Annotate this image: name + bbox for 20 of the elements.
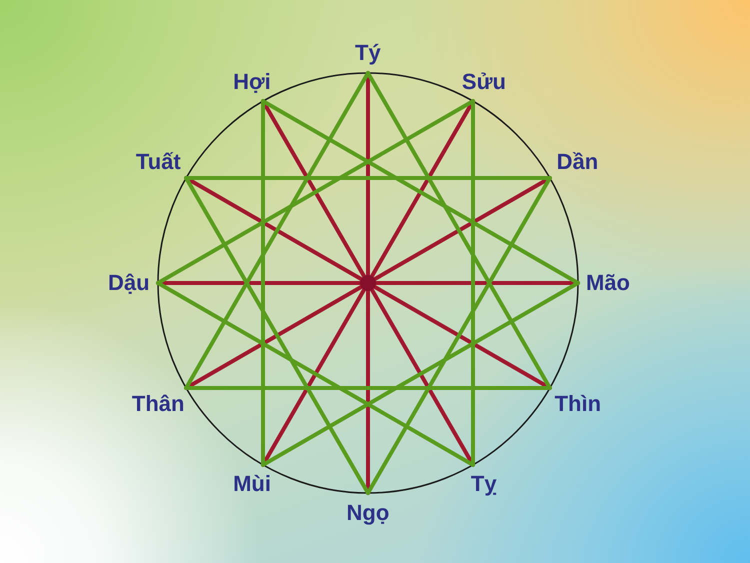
branch-label: Sửu	[462, 70, 506, 94]
branch-label: Mão	[586, 271, 630, 296]
branch-label: Ngọ	[346, 501, 390, 526]
diagonal-line	[184, 71, 370, 390]
branch-label: Tỵ	[470, 472, 497, 496]
branch-label: Hợi	[233, 70, 271, 94]
diagonal-line	[156, 281, 475, 467]
vertical-line	[261, 99, 265, 467]
horizontal-line	[184, 386, 552, 390]
branch-label: Thìn	[554, 392, 602, 416]
branch-label: Thân	[132, 392, 184, 416]
vertical-line	[471, 99, 475, 467]
branch-label: Mùi	[233, 472, 271, 496]
horizontal-line	[184, 176, 552, 180]
branch-label: Dần	[556, 150, 598, 174]
diagonal-line	[156, 99, 475, 285]
diagonal-line	[261, 99, 580, 285]
branch-label: Dậu	[108, 271, 150, 296]
branch-label: Tuất	[136, 150, 181, 174]
branch-label: Tý	[355, 41, 381, 66]
